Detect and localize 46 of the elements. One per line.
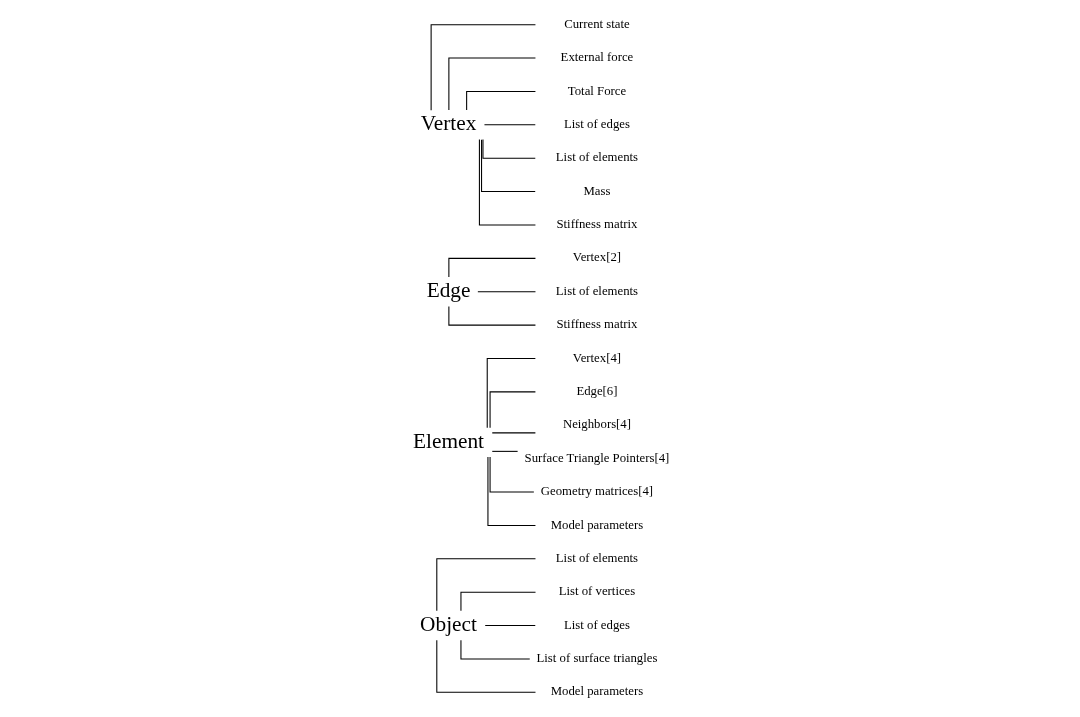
connector bbox=[486, 357, 536, 429]
node-text: Stiffness matrix bbox=[555, 217, 637, 232]
node-text: List of elements bbox=[555, 550, 638, 565]
connector bbox=[435, 639, 536, 693]
connector bbox=[465, 90, 536, 111]
node-text: Object bbox=[419, 611, 477, 636]
connector bbox=[489, 391, 536, 429]
connector bbox=[489, 456, 534, 493]
connector bbox=[476, 291, 536, 293]
connector bbox=[480, 139, 536, 193]
node-text: Neighbors[4] bbox=[562, 417, 631, 432]
connector bbox=[447, 305, 536, 326]
node-text: External force bbox=[560, 50, 633, 65]
node-text: Model parameters bbox=[550, 517, 643, 532]
connector bbox=[483, 124, 536, 126]
node-text: Vertex[4] bbox=[572, 350, 621, 365]
connector bbox=[491, 432, 536, 434]
connector bbox=[447, 257, 536, 278]
node-text: Vertex[2] bbox=[572, 250, 621, 265]
node-text: Total Force bbox=[567, 83, 626, 98]
connector bbox=[491, 450, 518, 452]
node-text: Edge bbox=[426, 278, 470, 303]
node-text: Mass bbox=[582, 183, 610, 198]
node-text: Current state bbox=[563, 16, 630, 31]
connector bbox=[486, 456, 536, 526]
connector bbox=[484, 625, 536, 627]
connector bbox=[459, 639, 530, 660]
node-text: Vertex bbox=[420, 111, 476, 136]
connector bbox=[481, 139, 536, 159]
node-text: List of elements bbox=[555, 150, 638, 165]
node-text: List of edges bbox=[563, 617, 630, 632]
connector bbox=[447, 57, 536, 111]
node-text: Edge[6] bbox=[575, 384, 618, 399]
connector bbox=[435, 558, 536, 612]
node-text: Surface Triangle Pointers[4] bbox=[524, 450, 669, 465]
node-text: Element bbox=[412, 428, 484, 453]
node-text: List of surface triangles bbox=[536, 651, 657, 666]
node-text: Model parameters bbox=[550, 684, 643, 699]
node-text: List of elements bbox=[555, 283, 638, 298]
connector bbox=[478, 138, 536, 226]
node-text: Geometry matrices[4] bbox=[540, 484, 653, 499]
node-text: Stiffness matrix bbox=[555, 317, 637, 332]
node-text: List of edges bbox=[563, 116, 630, 131]
node-text: List of vertices bbox=[558, 584, 635, 599]
connector bbox=[430, 24, 536, 111]
connector bbox=[459, 591, 536, 612]
